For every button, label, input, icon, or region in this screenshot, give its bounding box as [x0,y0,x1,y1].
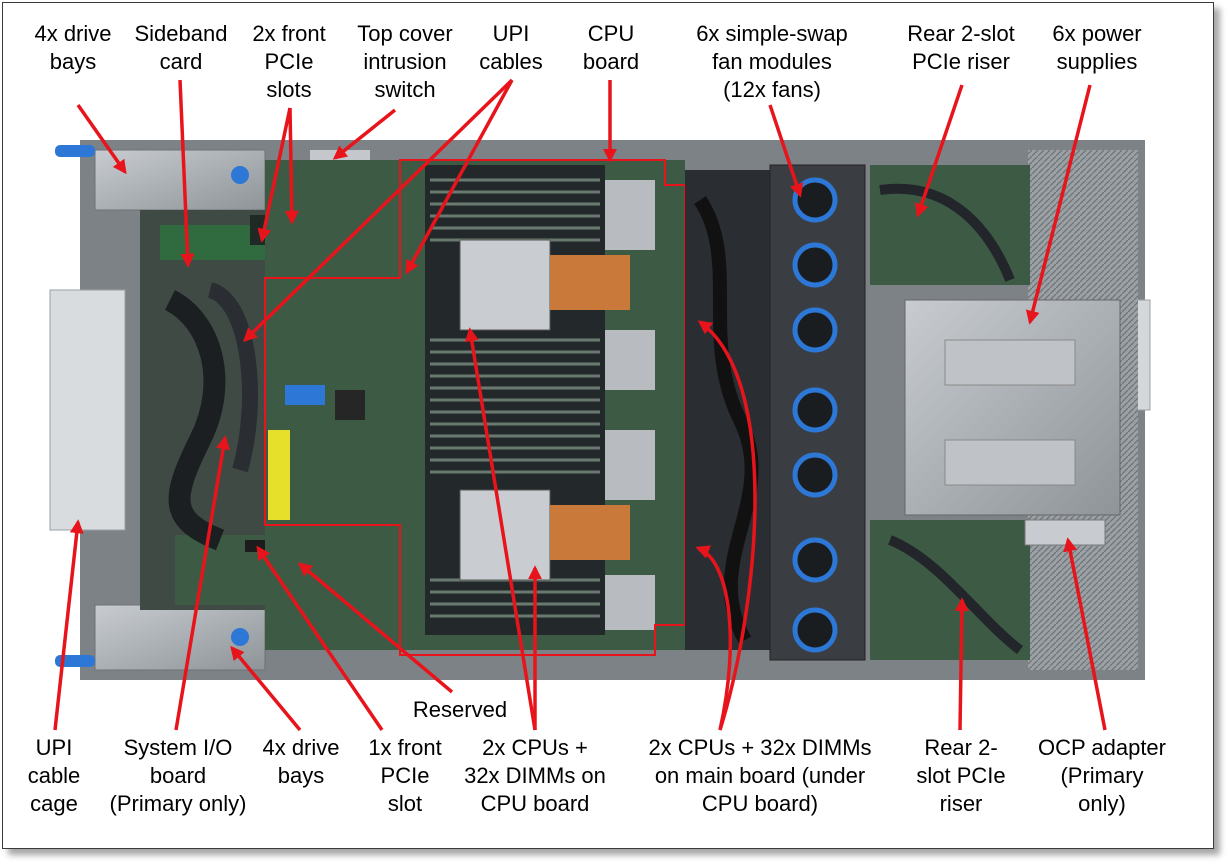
arrow-drive-bays-top [76,103,127,175]
arrow-upi-cables-2 [405,79,514,275]
power-supply-cage [904,299,1121,546]
arrow-power-supplies [1025,84,1092,325]
arrow-front-pcie-2 [284,107,299,225]
arrow-ocp-adapter [1063,537,1107,731]
drive-bay-top [55,145,266,211]
arrow-drive-bays-bottom [230,645,302,732]
arrow-upi-cable-cage [53,519,84,731]
rear-risers [870,165,1030,660]
cpu-heatsink-1 [459,180,655,390]
fan-modules [769,164,866,661]
arrow-rear-riser-top [914,84,964,218]
cable-area [685,170,770,650]
arrow-reserved [297,562,454,694]
arrow-fan-modules [768,104,804,198]
arrow-sideband-card [178,79,195,268]
arrow-front-pcie-slot [256,545,384,731]
arrow-cpus-cpu-board-1 [464,327,537,731]
arrow-front-pcie-1 [257,107,292,243]
label-reserved: Reserved [412,697,508,722]
arrow-upi-cables-1 [242,78,514,342]
arrow-cpus-main-board-1 [697,320,757,731]
arrow-system-io-board [174,435,231,731]
arrow-cpus-main-board-2 [695,545,733,731]
arrow-rear-riser-bottom [954,597,969,731]
arrow-top-cover-switch [332,108,397,160]
cpu-board-outline [264,159,686,656]
